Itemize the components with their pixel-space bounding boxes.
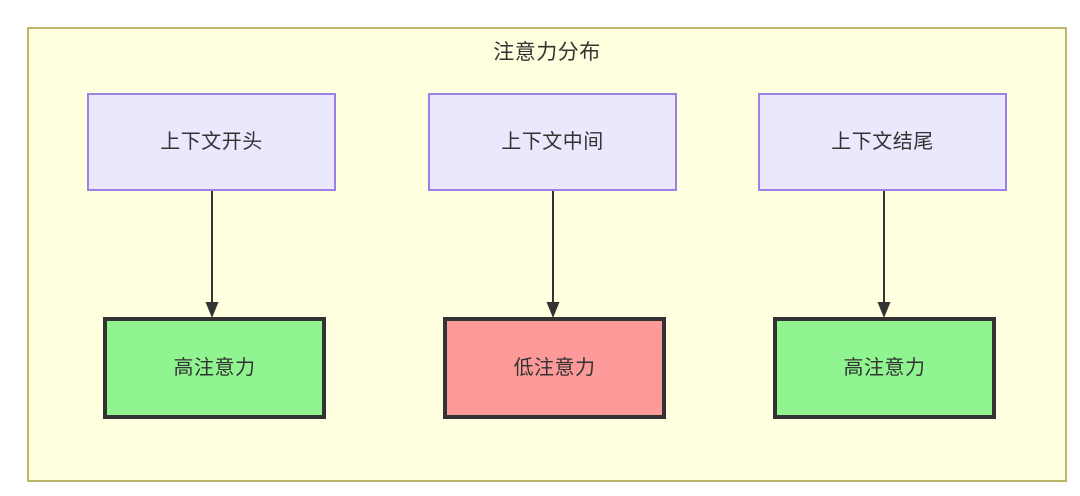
subgraph-title: 注意力分布: [493, 41, 601, 64]
node-attn-high-end[interactable]: 高注意力: [773, 317, 996, 419]
node-label: 上下文中间: [501, 131, 604, 153]
node-label: 高注意力: [173, 357, 256, 379]
node-attn-low-middle[interactable]: 低注意力: [443, 317, 666, 419]
node-label: 上下文结尾: [831, 131, 934, 153]
node-attn-high-start[interactable]: 高注意力: [103, 317, 326, 419]
node-label: 上下文开头: [160, 131, 263, 153]
node-ctx-end[interactable]: 上下文结尾: [758, 93, 1007, 191]
node-ctx-middle[interactable]: 上下文中间: [428, 93, 677, 191]
node-ctx-start[interactable]: 上下文开头: [87, 93, 336, 191]
node-label: 低注意力: [513, 357, 596, 379]
node-label: 高注意力: [843, 357, 926, 379]
